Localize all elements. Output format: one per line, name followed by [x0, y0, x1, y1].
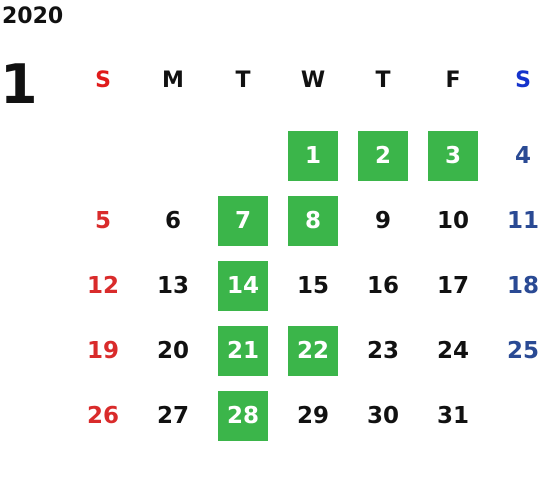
day-cell[interactable]: 3 — [428, 130, 478, 181]
day-cell[interactable]: 23 — [366, 337, 399, 364]
day-cell[interactable]: 10 — [436, 207, 469, 234]
weekday-header: M — [162, 67, 184, 93]
day-cell[interactable]: 15 — [296, 272, 329, 299]
day-cell[interactable]: 6 — [164, 207, 181, 234]
weekday-header: S — [95, 67, 111, 93]
day-cell[interactable]: 22 — [288, 325, 338, 376]
day-cell[interactable]: 14 — [218, 260, 268, 311]
weekday-header: F — [445, 67, 461, 93]
day-cell[interactable]: 11 — [506, 207, 539, 234]
day-cell[interactable]: 31 — [436, 402, 469, 429]
day-cell[interactable]: 5 — [94, 207, 111, 234]
year-label: 2020 — [2, 4, 64, 29]
day-cell[interactable]: 8 — [288, 195, 338, 246]
day-cell[interactable]: 16 — [366, 272, 399, 299]
day-cell[interactable]: 9 — [374, 207, 391, 234]
day-cell[interactable]: 13 — [156, 272, 189, 299]
month-label: 1 — [0, 53, 38, 116]
day-cell[interactable]: 24 — [436, 337, 469, 364]
day-cell[interactable]: 25 — [506, 337, 539, 364]
day-cell[interactable]: 7 — [218, 195, 268, 246]
day-cell[interactable]: 2 — [358, 130, 408, 181]
day-cell[interactable]: 27 — [156, 402, 189, 429]
day-cell[interactable]: 18 — [506, 272, 539, 299]
day-cell[interactable]: 20 — [156, 337, 189, 364]
day-cell[interactable]: 29 — [296, 402, 329, 429]
day-cell[interactable]: 1 — [288, 130, 338, 181]
weekday-header: S — [515, 67, 531, 93]
day-cell[interactable]: 30 — [366, 402, 399, 429]
day-cell[interactable]: 28 — [218, 390, 268, 441]
day-cell[interactable]: 17 — [436, 272, 469, 299]
calendar-grid: S M T W T F S 1 2 3 4 5 6 7 8 9 10 11 12… — [68, 58, 548, 448]
weekday-header: W — [300, 67, 326, 93]
weekday-header: T — [235, 67, 251, 93]
day-cell[interactable]: 21 — [218, 325, 268, 376]
day-cell[interactable]: 4 — [514, 142, 531, 169]
day-cell[interactable]: 19 — [86, 337, 119, 364]
day-cell[interactable]: 26 — [86, 402, 119, 429]
day-cell[interactable]: 12 — [86, 272, 119, 299]
weekday-header: T — [375, 67, 391, 93]
